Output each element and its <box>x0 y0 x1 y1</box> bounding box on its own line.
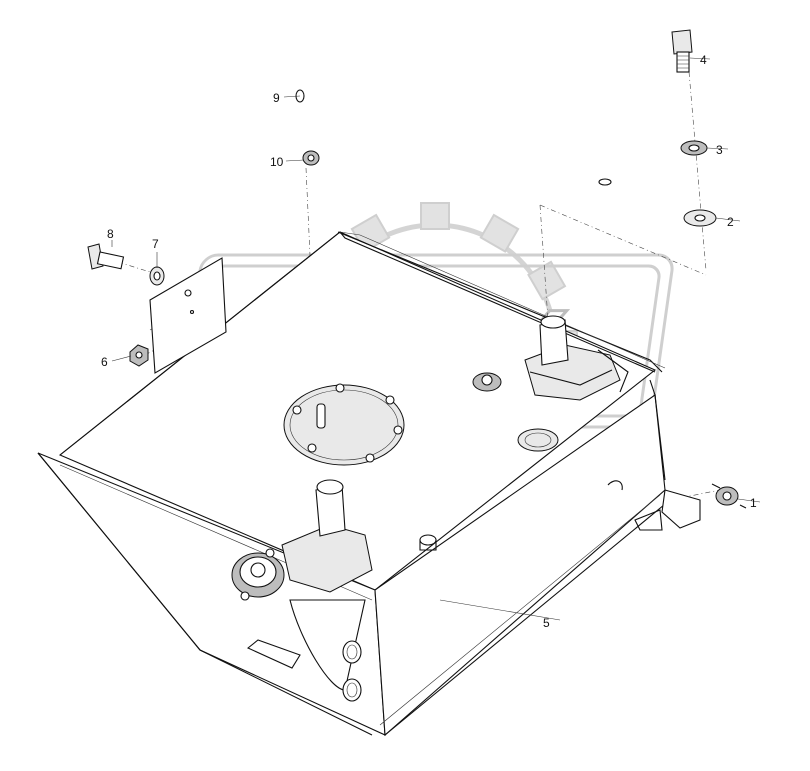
callout-1: 1 <box>750 496 757 510</box>
part-vent-hose <box>295 85 612 186</box>
drain-boss <box>419 534 437 551</box>
rear-filler-neck <box>524 315 629 401</box>
callout-4: 4 <box>700 53 707 67</box>
mounting-bracket <box>149 257 227 374</box>
part-flat-washer <box>683 209 717 227</box>
part-washer-small <box>149 266 165 286</box>
carry-handle <box>246 639 301 669</box>
part-lock-washer <box>680 140 708 156</box>
callout-8: 8 <box>107 227 114 241</box>
part-hose-clamp <box>711 483 747 509</box>
vent-cap <box>472 372 502 392</box>
callout-5: 5 <box>543 616 550 630</box>
filler-cap <box>231 548 285 601</box>
leader-lines <box>111 57 761 621</box>
part-bolt-side <box>87 243 125 270</box>
callout-10: 10 <box>270 155 284 169</box>
part-hex-nut <box>129 344 149 367</box>
callout-6: 6 <box>101 355 108 369</box>
gauge-port <box>517 428 559 452</box>
part-hose-clip <box>302 150 320 166</box>
drain-plug-lower <box>342 678 362 702</box>
callout-2: 2 <box>727 215 734 229</box>
drain-plug-upper <box>342 640 362 664</box>
sender-plate <box>283 383 405 466</box>
callout-3: 3 <box>716 143 723 157</box>
part-hex-bolt <box>671 29 693 73</box>
callout-7: 7 <box>152 237 159 251</box>
side-strap <box>607 480 701 531</box>
callout-labels: 1 2 3 4 5 6 7 8 9 10 <box>101 53 757 630</box>
front-filler-neck <box>281 479 373 691</box>
callout-9: 9 <box>273 91 280 105</box>
